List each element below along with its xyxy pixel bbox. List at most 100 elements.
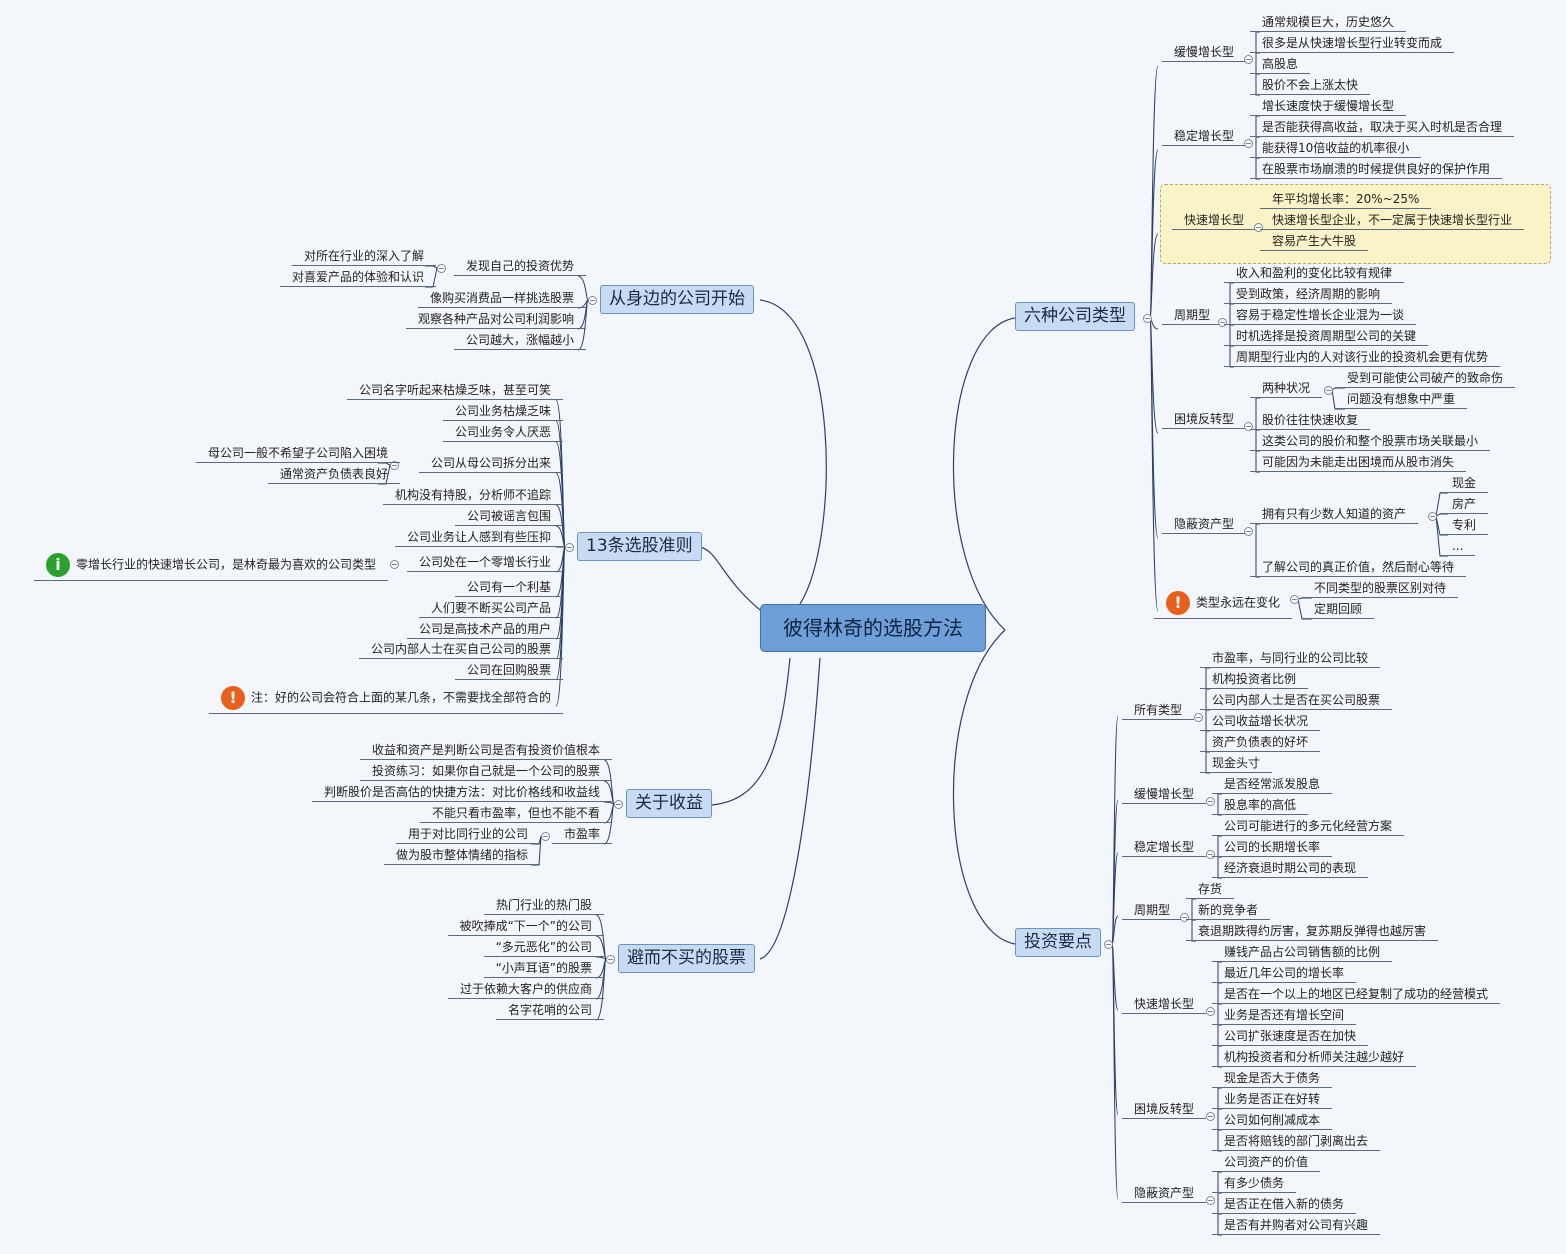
pt-slow-item: 股息率的高低: [1212, 799, 1309, 815]
pt-stalwart-item-text: 经济衰退时期公司的表现: [1224, 861, 1357, 875]
pt-asset-label-text: 隐蔽资产型: [1134, 1186, 1195, 1200]
collapse-icon[interactable]: [606, 955, 615, 964]
collapse-icon[interactable]: [390, 560, 399, 569]
pt-all-item-text: 市盈率，与同行业的公司比较: [1212, 651, 1369, 665]
rule-item: 公司从母公司拆分出来: [418, 457, 563, 473]
six-change-label-text: 类型永远在变化: [1196, 595, 1281, 610]
collapse-icon[interactable]: [565, 543, 574, 552]
pt-slow-label-text: 缓慢增长型: [1134, 787, 1195, 801]
item-connector: [1191, 917, 1196, 942]
connector: [595, 958, 607, 1021]
item-connector: [1205, 688, 1210, 717]
start-edge-item: 对喜爱产品的体验和认识: [279, 271, 436, 287]
collapse-icon[interactable]: [1206, 1196, 1215, 1205]
avoid-item-text: “小声耳语”的股票: [495, 961, 592, 975]
collapse-icon[interactable]: [1290, 595, 1299, 604]
item-connector: [1217, 1011, 1222, 1068]
pt-asset-item: 是否有并购者对公司有兴趣: [1212, 1219, 1381, 1235]
connector: [603, 803, 615, 845]
collapse-icon[interactable]: [1206, 1112, 1215, 1121]
pt-fast-item: 业务是否还有增长空间: [1212, 1008, 1357, 1025]
pt-fast-item-text: 业务是否还有增长空间: [1224, 1008, 1345, 1022]
six-slow-item-text: 通常规模巨大，历史悠久: [1262, 15, 1395, 29]
collapse-icon[interactable]: [1206, 850, 1215, 859]
six-slow-label-text: 缓慢增长型: [1174, 45, 1235, 59]
collapse-icon[interactable]: [1428, 512, 1437, 521]
collapse-icon[interactable]: [1206, 797, 1215, 806]
branch-start[interactable]: 从身边的公司开始: [600, 285, 754, 314]
rule-spin-item: 通常资产负债表良好: [267, 468, 400, 484]
pt-cyclical-item-text: 衰退期跌得约厉害，复苏期反弹得也越厉害: [1198, 924, 1427, 938]
six-turnaround-item-text: 可能因为未能走出困境而从股市消失: [1262, 455, 1455, 469]
connector: [603, 801, 615, 805]
item-connector: [1255, 426, 1260, 473]
six-fast-item: 年平均增长率：20%~25%: [1260, 193, 1432, 209]
six-turnaround-label: 困境反转型: [1162, 412, 1247, 429]
rule-item: 公司是高技术产品的用户: [406, 623, 563, 639]
connector: [1435, 515, 1448, 536]
connector: [1111, 943, 1119, 1200]
six-two-item: 受到可能使公司破产的致命伤: [1335, 372, 1516, 388]
collapse-icon[interactable]: [1244, 527, 1253, 536]
item-connector: [1255, 531, 1260, 578]
branch-points[interactable]: 投资要点: [1015, 928, 1101, 957]
six-stalwart-item: 在股票市场崩溃的时候提供良好的保护作用: [1250, 163, 1503, 179]
branch-six-types[interactable]: 六种公司类型: [1015, 302, 1135, 331]
pt-fast-item: 公司扩张速度是否在加快: [1212, 1030, 1369, 1046]
pt-turnaround-item: 现金是否大于债务: [1212, 1072, 1333, 1088]
collapse-icon[interactable]: [1143, 314, 1152, 323]
pt-fast-item-text: 最近几年公司的增长率: [1224, 966, 1345, 980]
collapse-icon[interactable]: [1206, 1007, 1215, 1016]
collapse-icon[interactable]: [390, 461, 399, 470]
connector: [1297, 597, 1312, 600]
central-topic[interactable]: 彼得林奇的选股方法: [760, 604, 986, 652]
collapse-icon[interactable]: [541, 832, 550, 841]
start-item: 观察各种产品对公司利润影响: [405, 313, 586, 329]
pt-turnaround-label: 困境反转型: [1122, 1103, 1207, 1119]
pt-turnaround-item-text: 是否将赔钱的部门剥离出去: [1224, 1134, 1369, 1148]
rule-spin-item: 母公司一般不希望子公司陷入困境: [195, 446, 400, 463]
rule-item: 公司被谣言包围: [454, 509, 563, 526]
item-connector: [1217, 801, 1222, 816]
collapse-icon[interactable]: [614, 800, 623, 809]
collapse-icon[interactable]: [437, 264, 446, 273]
pt-all-label: 所有类型: [1122, 704, 1195, 720]
main-connector: [952, 317, 1016, 631]
pt-turnaround-item: 业务是否正在好转: [1212, 1093, 1333, 1109]
collapse-icon[interactable]: [1180, 913, 1189, 922]
pt-all-item-text: 机构投资者比例: [1212, 672, 1297, 686]
item-connector: [1255, 143, 1260, 180]
branch-avoid[interactable]: 避而不买的股票: [618, 944, 755, 973]
collapse-icon[interactable]: [1218, 318, 1227, 327]
six-turnaround-label-text: 困境反转型: [1174, 412, 1235, 426]
six-cyclical-item: 受到政策，经济周期的影响: [1224, 288, 1393, 304]
collapse-icon[interactable]: [1324, 386, 1333, 395]
start-edge: 发现自己的投资优势: [453, 260, 586, 276]
pt-fast-item: 最近几年公司的增长率: [1212, 966, 1357, 983]
collapse-icon[interactable]: [1254, 223, 1263, 232]
collapse-icon[interactable]: [1244, 55, 1253, 64]
rule-spin-item-text: 母公司一般不希望子公司陷入困境: [207, 446, 388, 460]
rule-item: 机构没有持股，分析师不追踪: [382, 489, 563, 505]
rule-item-text: 公司业务枯燥乏味: [454, 404, 551, 418]
pt-fast-item: 是否在一个以上的地区已经复制了成功的经营模式: [1212, 988, 1501, 1004]
six-know-value: 了解公司的真正价值，然后耐心等待: [1250, 561, 1467, 577]
collapse-icon[interactable]: [588, 296, 597, 305]
collapse-icon[interactable]: [1244, 422, 1253, 431]
collapse-icon[interactable]: [1104, 940, 1113, 949]
warning-icon: !: [220, 686, 245, 710]
item-connector: [1255, 523, 1260, 531]
connector: [555, 525, 566, 548]
branch-earnings[interactable]: 关于收益: [626, 789, 712, 818]
branch-rules[interactable]: 13条选股准则: [577, 532, 702, 561]
pt-stalwart-label-text: 稳定增长型: [1134, 840, 1195, 854]
six-few-item-text: ...: [1452, 539, 1464, 553]
collapse-icon[interactable]: [1194, 713, 1203, 722]
six-turnaround-item: 可能因为未能走出困境而从股市消失: [1250, 455, 1467, 472]
collapse-icon[interactable]: [1244, 139, 1253, 148]
rule-item: 公司处在一个零增长行业: [406, 556, 563, 572]
rule-item-text: 公司被谣言包围: [466, 509, 551, 523]
earnings-pe-text: 市盈率: [563, 827, 600, 841]
six-slow-item-text: 很多是从快速增长型行业转变而成: [1262, 36, 1443, 50]
connector: [531, 835, 542, 866]
